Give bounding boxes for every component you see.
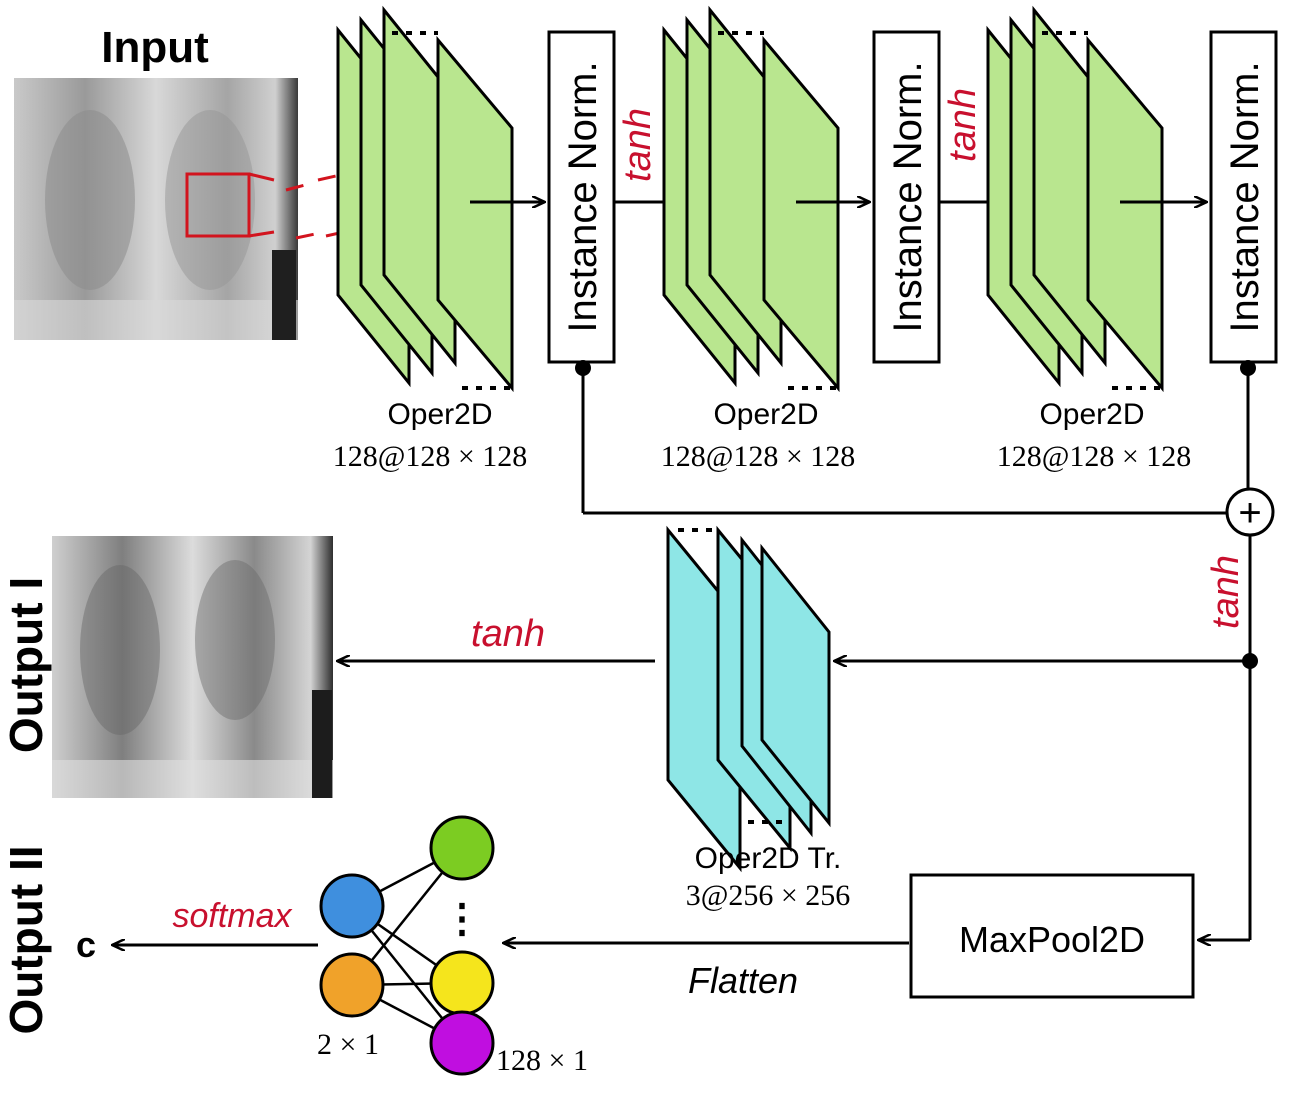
output-node-blue [319,873,385,939]
oper2d-stack-1 [336,5,514,393]
output1-xray-image [52,536,333,798]
instance-norm-label-2: Instance Norm. [886,61,930,332]
oper2d-dims-1: 128@128 × 128 [333,440,528,473]
flatten-label: Flatten [688,960,798,1001]
instance-norm-box-2 [872,30,941,364]
tr-stack-dots [678,528,790,824]
oper2d-label-2: Oper2D [713,398,818,431]
dense-connections [351,846,463,1045]
sum-symbol: + [1238,491,1261,535]
output2-label: Output II [0,845,52,1034]
oper2d-dims-2: 128@128 × 128 [661,440,856,473]
junction-dot-1 [575,360,591,376]
hidden-node-yellow [429,950,495,1016]
class-output-label: c [76,924,96,965]
dims-2x1-label: 2 × 1 [317,1028,379,1061]
output-node-orange [319,952,385,1018]
maxpool-box [909,873,1195,999]
skip-connection [581,368,1250,515]
hidden-ellipsis: ⋮ [442,897,482,941]
oper2d-stack-2 [662,5,840,393]
oper2d-label-1: Oper2D [387,398,492,431]
softmax-label: softmax [172,897,292,935]
maxpool-label: MaxPool2D [959,919,1145,960]
junction-dot-2 [1240,360,1256,376]
output1-label: Output I [0,577,52,753]
oper2d-tr-stack [666,525,831,873]
oper2d-stack-3 [986,5,1164,393]
instance-norm-label-3: Instance Norm. [1223,61,1267,332]
tanh-label-4: tanh [471,613,545,655]
instance-norm-label-1: Instance Norm. [561,61,605,332]
oper2d-label-3: Oper2D [1039,398,1144,431]
tanh-label-3: tanh [1205,555,1247,629]
instance-norm-box-3 [1209,30,1278,364]
hidden-node-purple [429,1010,495,1076]
oper2d-tr-dims: 3@256 × 256 [686,879,851,912]
oper2d-dims-3: 128@128 × 128 [997,440,1192,473]
tanh-label-2: tanh [942,88,984,162]
input-label: Input [101,23,209,72]
tanh-label-1: tanh [617,108,659,182]
input-xray-image [14,78,298,340]
dims-128x1-label: 128 × 1 [496,1044,588,1077]
hidden-node-green [429,815,495,881]
oper2d-tr-label: Oper2D Tr. [695,842,842,875]
